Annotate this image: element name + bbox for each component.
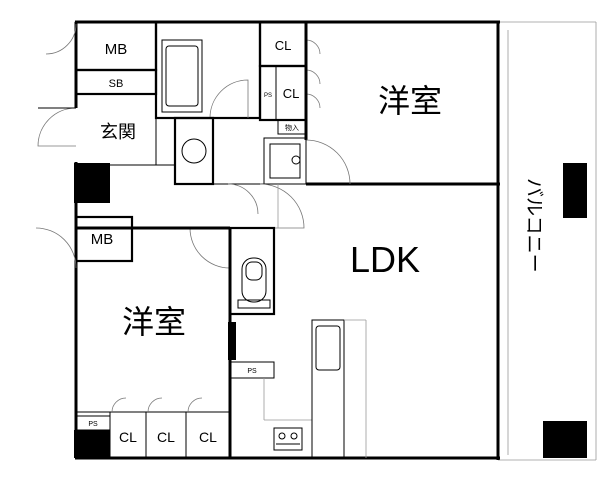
cl-top-2-label: CL [283,86,300,101]
balcony-area [498,21,597,461]
entrance-label: 玄関 [100,122,136,143]
ldk-area [229,184,367,459]
stove-icon [273,427,303,451]
cl-bottom-2-label: CL [157,429,175,445]
sb-label: SB [109,78,124,90]
entrance-door[interactable] [37,107,77,147]
corner-column [74,430,110,458]
washroom [173,116,307,229]
ps-mid-label: PS [247,368,257,375]
balcony-pillar-bottom [543,421,587,458]
bathroom [154,20,262,120]
utility-top-left [74,20,158,120]
ps-top-label: PS [264,93,272,99]
toilet [189,226,276,316]
bedroom-left [35,215,236,458]
western-room-top-label: 洋室 [378,82,442,120]
ps-bottom-label: PS [88,421,98,428]
cl-bottom-3-label: CL [199,429,217,445]
western-room-bottom-label: 洋室 [122,303,186,341]
entrance-column [74,163,110,203]
bathtub [161,39,203,113]
balcony-label: バルコニー [523,178,545,273]
cl-top-1-label: CL [275,38,292,53]
mb-left-label: MB [91,231,114,248]
ldk-label: LDK [350,239,420,280]
kitchen-counter [311,319,345,459]
cl-bottom-1-label: CL [119,429,137,445]
ps-box-mid [229,361,275,379]
balcony-pillar-top [563,163,587,218]
mb-top-label: MB [105,41,128,58]
toilet-bowl [241,257,267,303]
sink-icon [181,138,207,164]
monoire-label: 物入 [285,123,299,132]
kitchen-sink [315,325,341,371]
